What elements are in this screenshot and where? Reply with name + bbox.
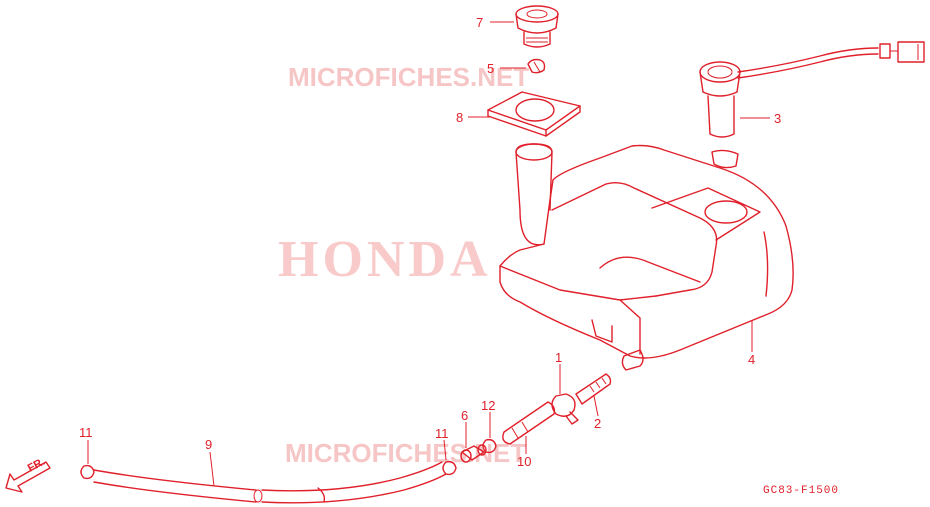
part-12-clip xyxy=(482,438,497,454)
callout-9: 9 xyxy=(205,437,212,452)
part-3-sender xyxy=(699,41,925,169)
callout-8: 8 xyxy=(456,110,463,125)
front-arrow-icon xyxy=(5,461,51,493)
callout-11-left: 11 xyxy=(79,425,93,440)
watermark-center: HONDA xyxy=(278,231,492,288)
part-6-joint xyxy=(460,444,487,463)
watermark-bottom: MICROFICHES.NET xyxy=(285,438,526,468)
part-1-clamp xyxy=(551,393,579,425)
part-4-fuel-tank xyxy=(499,143,794,371)
part-11-clamp-left xyxy=(80,464,95,480)
callout-7: 7 xyxy=(476,15,483,30)
part-11-clamp-right xyxy=(442,460,457,476)
callout-3: 3 xyxy=(774,111,781,126)
leader-lines xyxy=(87,21,770,487)
callout-6: 6 xyxy=(461,408,468,423)
part-5-clip xyxy=(527,58,546,74)
part-8-strainer xyxy=(487,91,581,137)
callout-1: 1 xyxy=(555,350,562,365)
part-2-joint xyxy=(575,373,612,405)
part-9-fuel-hose xyxy=(93,461,447,504)
callout-10: 10 xyxy=(517,454,531,469)
callout-4: 4 xyxy=(748,352,755,367)
callout-12: 12 xyxy=(481,398,495,413)
callout-5: 5 xyxy=(487,61,494,76)
callout-2: 2 xyxy=(594,416,601,431)
watermark-top: MICROFICHES.NET xyxy=(288,62,529,92)
part-7-filler-cap xyxy=(515,5,559,48)
part-10-fuel-tube xyxy=(502,401,556,445)
callout-11-right: 11 xyxy=(435,426,449,441)
figure-code: GC83-F1500 xyxy=(763,485,839,497)
